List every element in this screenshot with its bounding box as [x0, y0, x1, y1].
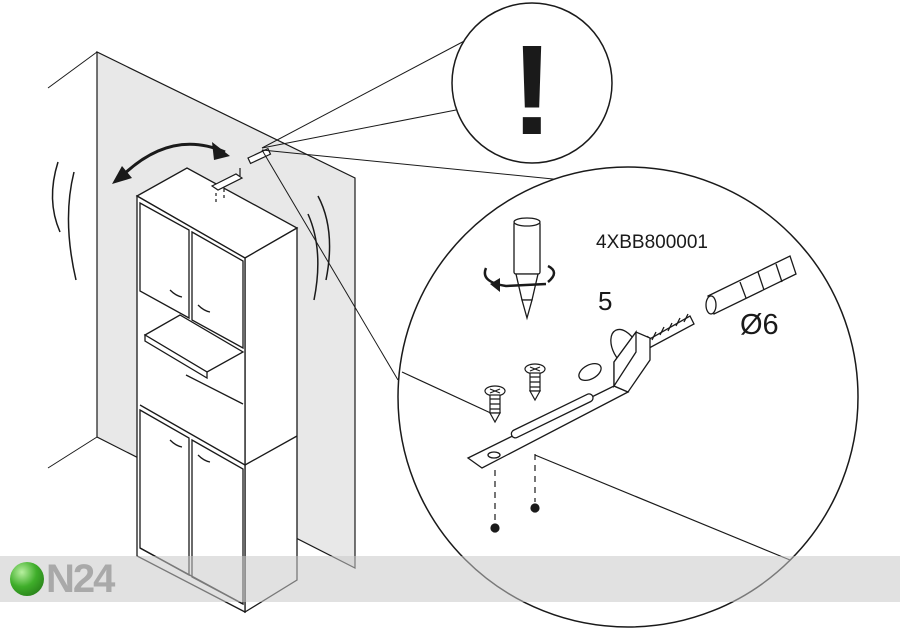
watermark-text: N24 — [46, 557, 115, 601]
screwdriver-icon — [483, 217, 556, 321]
warning-callout: ! — [261, 2, 613, 164]
part-code-label: 4XBB800001 — [596, 232, 708, 253]
dowel-icon — [705, 255, 797, 315]
l-bracket — [466, 330, 651, 469]
green-ball-icon — [10, 562, 44, 596]
motion-lines — [51, 161, 331, 301]
bracket-small — [210, 147, 272, 205]
small-screw-icon — [484, 385, 506, 424]
cabinet — [135, 167, 299, 614]
warning-mark: ! — [511, 19, 554, 162]
drill-marks — [490, 454, 540, 533]
small-screw-icon — [524, 363, 546, 402]
watermark-logo: N24 — [10, 556, 115, 602]
diameter-label: Ø6 — [740, 309, 779, 341]
quantity-label: 5 — [598, 286, 612, 316]
watermark-band — [0, 556, 900, 602]
tipping-arrow — [112, 142, 230, 184]
